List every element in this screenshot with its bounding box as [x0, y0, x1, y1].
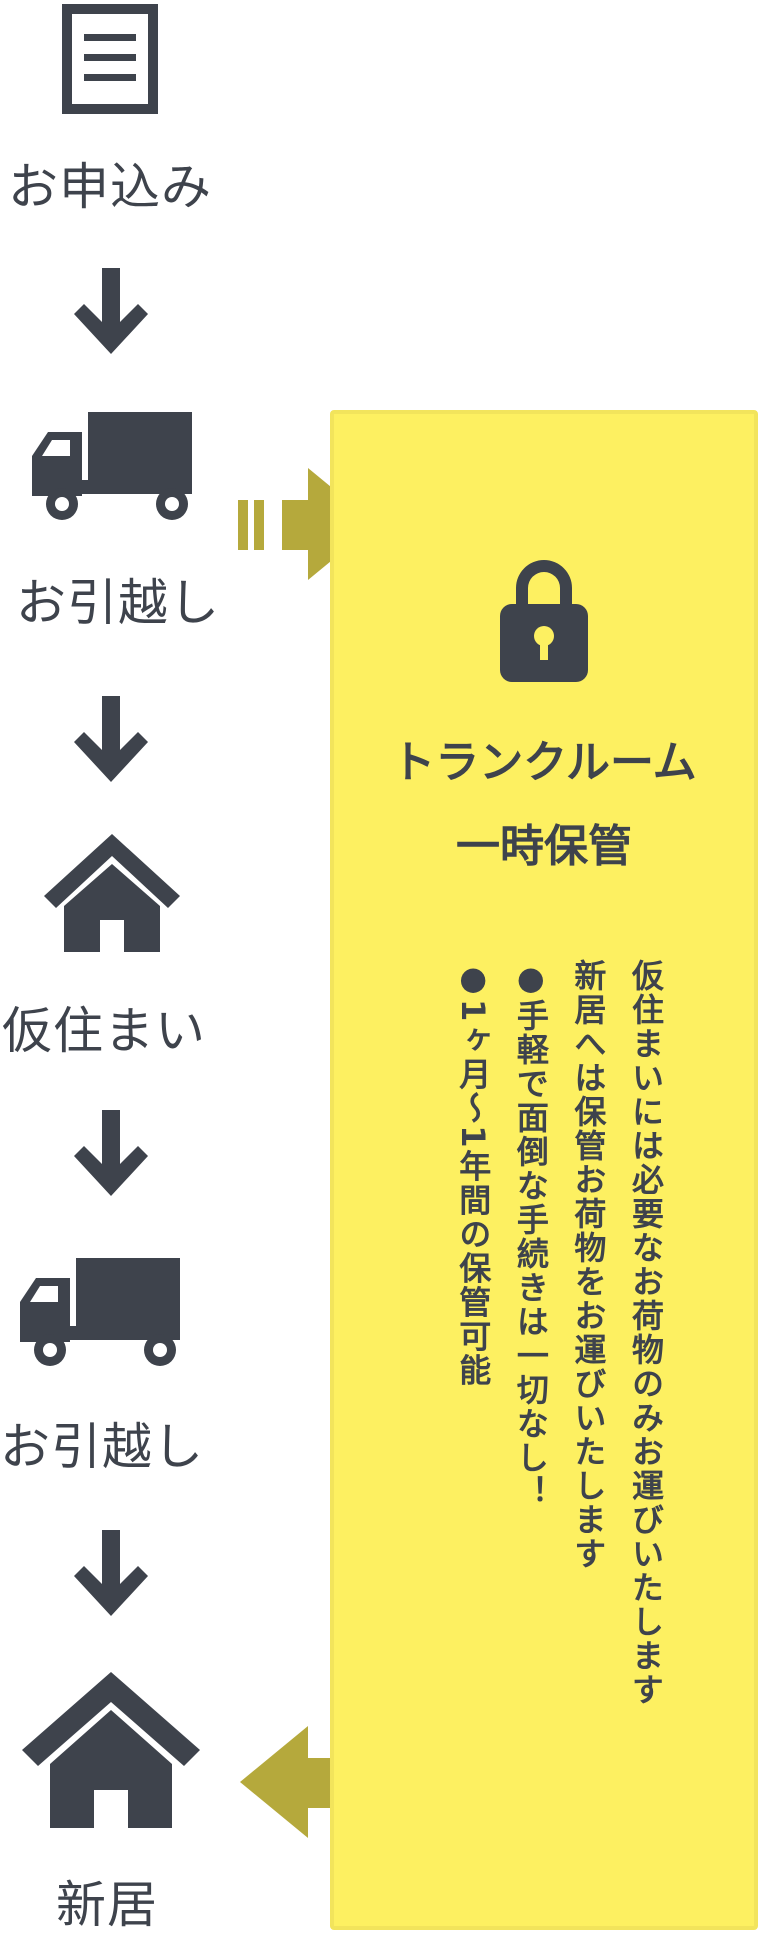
house-icon [44, 834, 180, 954]
storage-panel: トランクルーム 一時保管 仮住まいには必要なお荷物のみお運びいたします 新居へは… [330, 410, 758, 1930]
house-icon [22, 1672, 200, 1830]
storage-description: 仮住まいには必要なお荷物のみお運びいたします 新居へは保管お荷物をお運びいたしま… [444, 959, 674, 1919]
storage-title-line2: 一時保管 [456, 821, 632, 872]
storage-text-line: 仮住まいには必要なお荷物のみお運びいたします [627, 959, 665, 1707]
arrow-down-icon [74, 1110, 148, 1198]
step-label-move: お引越し [16, 574, 220, 632]
step-label-temporary-home: 仮住まい [2, 1002, 206, 1060]
step-label-move-again: お引越し [0, 1418, 204, 1476]
document-icon [58, 0, 162, 118]
arrow-down-icon [74, 696, 148, 784]
arrow-down-icon [74, 268, 148, 356]
arrow-down-icon [74, 1530, 148, 1618]
step-label-new-home: 新居 [56, 1876, 158, 1934]
storage-feature-line: ●手軽で面倒な手続きは一切なし！ [511, 959, 550, 1509]
step-label-apply: お申込み [8, 158, 212, 216]
storage-feature-line: ●1ヶ月〜1年間の保管可能 [454, 959, 493, 1388]
lock-icon [496, 550, 592, 684]
truck-icon [20, 1258, 180, 1368]
storage-title-line1: トランクルーム [391, 737, 697, 788]
storage-text-line: 新居へは保管お荷物をお運びいたします [569, 959, 608, 1571]
truck-icon [32, 412, 192, 522]
